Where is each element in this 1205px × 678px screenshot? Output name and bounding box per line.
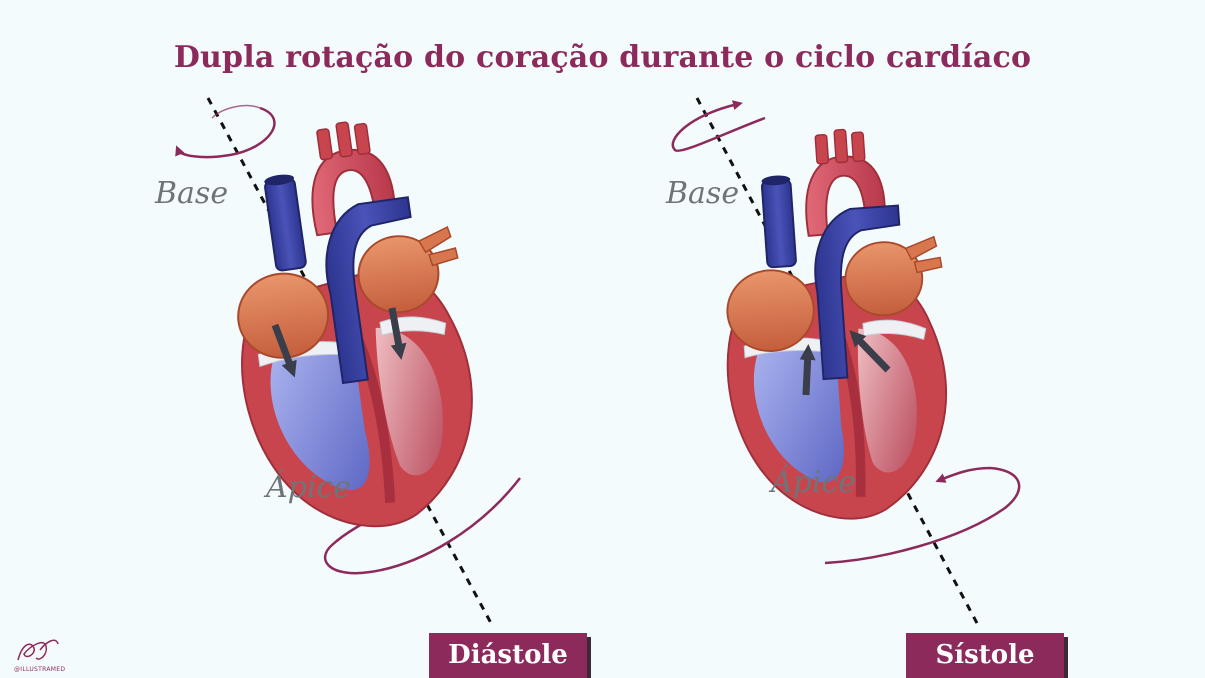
logo-brand-text: @ILLUSTRAMED (14, 666, 65, 673)
systole-phase-label: Sístole (906, 633, 1064, 678)
logo-signature-mark (18, 640, 58, 660)
right-base-rotation-arrow (673, 104, 765, 151)
left-base-rotation-arrow (178, 108, 274, 157)
left-ventricle-ejection-arrow (806, 352, 808, 395)
right-panel: Base Ápice (665, 98, 1019, 625)
right-base-label: Base (665, 176, 739, 211)
right-apex-label: Ápice (768, 464, 856, 500)
diastole-phase-label: Diástole (429, 633, 587, 678)
illustramed-logo (18, 640, 58, 660)
left-panel: Base Ápice (154, 98, 520, 625)
left-heart (209, 109, 493, 542)
left-base-label: Base (154, 176, 228, 211)
left-apex-label: Ápice (263, 469, 351, 505)
